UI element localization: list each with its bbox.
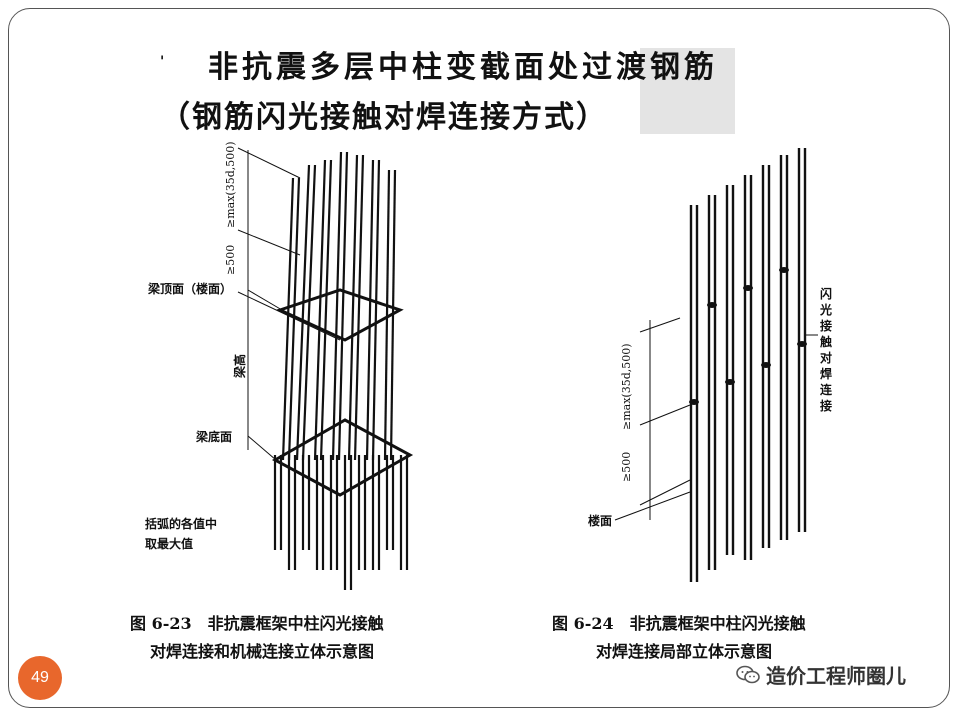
left-dim-mid-label: ≥500 — [224, 245, 237, 275]
weld-label-char: 对 — [820, 350, 832, 365]
note-line-1: 括弧的各值中 — [145, 516, 217, 531]
weld-joint — [743, 285, 753, 291]
background-stamp — [640, 48, 735, 134]
watermark: 造价工程师圈儿 — [736, 660, 906, 689]
weld-label-char: 连 — [820, 382, 833, 397]
caption-left-1: 图 6-23 非抗震框架中柱闪光接触 — [130, 614, 384, 633]
page-number: 49 — [18, 656, 62, 700]
weld-label-char: 接 — [820, 398, 832, 413]
label-floor: 楼面 — [588, 513, 612, 528]
rebar-upper — [347, 154, 359, 461]
figure-6-24 — [614, 148, 818, 582]
weld-label-char: 焊 — [820, 366, 832, 381]
caption-left-2: 对焊连接和机械连接立体示意图 — [150, 642, 375, 661]
rebar-upper — [337, 151, 349, 461]
right-dim-mid-label: ≥500 — [620, 452, 633, 482]
weld-label-char: 闪 — [820, 287, 832, 301]
weld-joint — [707, 302, 717, 308]
title-line-2: （钢筋闪光接触对焊连接方式） — [160, 100, 608, 135]
wechat-icon — [736, 665, 760, 683]
watermark-text: 造价工程师圈儿 — [766, 664, 906, 688]
rebar-upper — [295, 164, 311, 461]
right-dim-top-label: ≥max(35d,500) — [620, 343, 633, 430]
label-beam-height: 梁高 — [232, 354, 247, 379]
rebar-upper — [331, 151, 343, 461]
label-weld-vertical: 闪光接触对焊连接 — [819, 287, 833, 413]
rebar-upper — [287, 177, 301, 461]
rebar-upper — [281, 177, 295, 461]
rebar-upper — [365, 159, 375, 461]
weld-joint — [779, 267, 789, 273]
rebar-upper — [371, 159, 381, 461]
weld-label-char: 接 — [820, 318, 832, 333]
figure-6-23 — [237, 147, 414, 590]
top-stirrup — [275, 288, 404, 342]
caption-right-2: 对焊连接局部立体示意图 — [596, 642, 773, 661]
left-dim-top-label: ≥max(35d,500) — [224, 141, 237, 228]
weld-label-char: 触 — [820, 334, 832, 349]
weld-label-char: 光 — [819, 302, 832, 317]
rebar-upper — [313, 159, 327, 461]
label-beam-top: 梁顶面（楼面） — [147, 281, 232, 296]
rebar-upper — [301, 164, 317, 461]
note-line-2: 取最大值 — [145, 536, 193, 551]
title-line-1: 非抗震多层中柱变截面处过渡钢筋 — [208, 50, 718, 85]
rebar-upper — [383, 169, 391, 461]
slide-frame — [8, 8, 950, 708]
weld-joint — [725, 379, 735, 385]
title-mark: ' — [160, 54, 165, 70]
rebar-upper — [319, 159, 333, 461]
weld-joint — [797, 341, 807, 347]
caption-right-1: 图 6-24 非抗震框架中柱闪光接触 — [552, 614, 806, 633]
label-beam-bottom: 梁底面 — [195, 429, 232, 444]
weld-joint — [761, 362, 771, 368]
weld-joint — [689, 399, 699, 405]
rebar-upper — [353, 154, 365, 461]
